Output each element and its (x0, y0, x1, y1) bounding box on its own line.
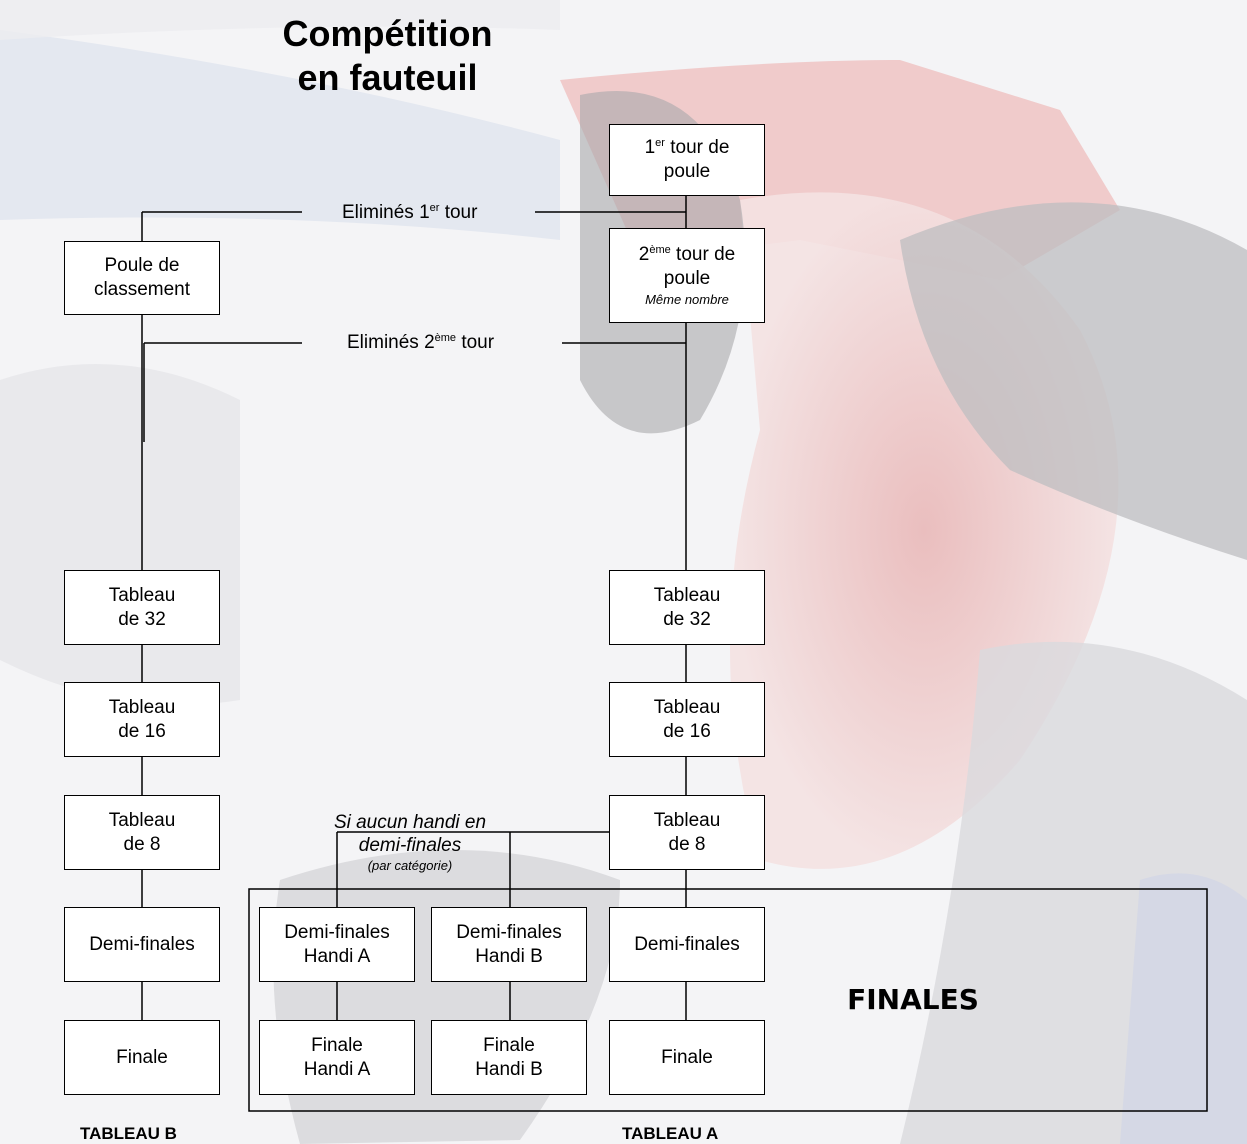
box-a-tableau-32: Tableau de 32 (609, 570, 765, 645)
box-finale-handi-b: Finale Handi B (431, 1020, 587, 1095)
box-demi-handi-b: Demi-finales Handi B (431, 907, 587, 982)
finales-frame (248, 888, 1208, 1112)
condition-line-3: (par catégorie) (367, 858, 453, 873)
box-poule-classement: Poule de classement (64, 241, 220, 315)
box-tour-2: 2ème tour de poule Même nombre (609, 228, 765, 323)
box-b-tableau-32: Tableau de 32 (64, 570, 220, 645)
caption-tableau-a: TABLEAU A (622, 1124, 719, 1143)
box-b-finale: Finale (64, 1020, 220, 1095)
box-a-finale: Finale (609, 1020, 765, 1095)
title-line-2: en fauteuil (297, 57, 478, 98)
title-line-1: Compétition (282, 13, 493, 54)
elimine-2-label: Eliminés 2ème tour (347, 332, 495, 353)
box-demi-handi-a: Demi-finales Handi A (259, 907, 415, 982)
box-a-tableau-8: Tableau de 8 (609, 795, 765, 870)
box-b-tableau-8: Tableau de 8 (64, 795, 220, 870)
box-tour-1: 1er tour de poule (609, 124, 765, 196)
tour-2-note: Même nombre (645, 291, 729, 307)
page-title: Compétition en fauteuil (250, 12, 525, 100)
box-a-demi-finales: Demi-finales (609, 907, 765, 982)
box-finale-handi-a: Finale Handi A (259, 1020, 415, 1095)
elimine-1-label: Eliminés 1er tour (342, 202, 478, 223)
condition-line-1: Si aucun handi en (333, 812, 487, 833)
box-b-demi-finales: Demi-finales (64, 907, 220, 982)
condition-line-2: demi-finales (358, 835, 462, 856)
box-b-tableau-16: Tableau de 16 (64, 682, 220, 757)
caption-tableau-b: TABLEAU B (80, 1124, 177, 1143)
box-a-tableau-16: Tableau de 16 (609, 682, 765, 757)
finales-label: FINALES (847, 983, 979, 1016)
handi-condition-note: Si aucun handi en demi-finales (par caté… (300, 811, 520, 875)
